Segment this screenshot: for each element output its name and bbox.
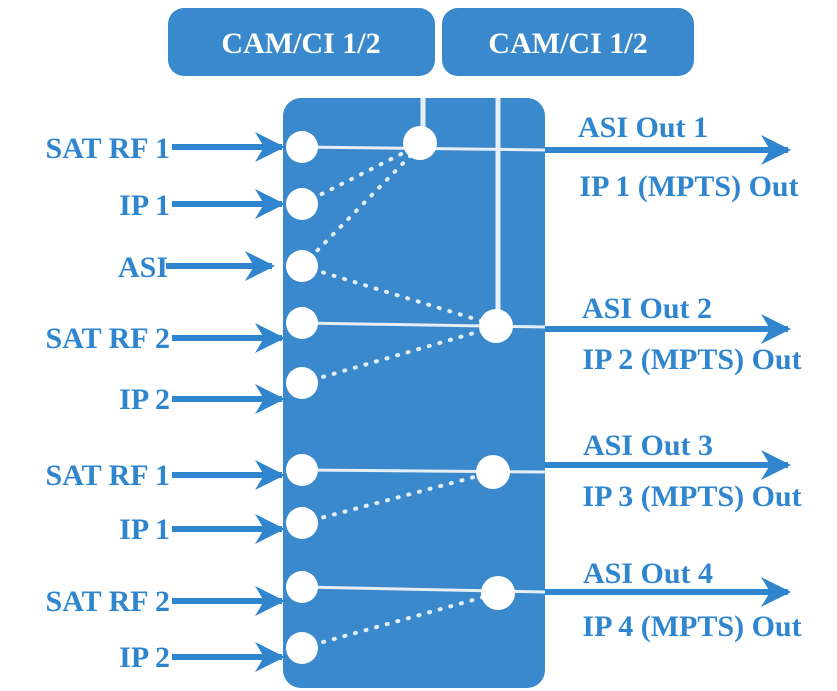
input-port [286,454,318,486]
switch-nodes [403,126,515,610]
switch-node-3 [476,455,510,489]
input-label-asi: ASI [118,251,168,284]
output-label-ip-out-1: IP 1 (MPTS) Out [579,170,798,203]
route-dotted-ip2-to-out4 [300,591,500,650]
output-label-asi-out-3: ASI Out 3 [583,429,713,462]
cam-module-1: CAM/CI 1/2 [168,8,435,76]
input-port [286,571,318,603]
route-dotted-asi-to-cam1 [300,141,425,268]
input-port [286,307,318,339]
output-label-asi-out-1: ASI Out 1 [578,111,708,144]
input-port [286,507,318,539]
switch-node-1 [403,126,437,160]
input-label-ip-1: IP 1 [119,189,170,222]
input-port [286,188,318,220]
output-arrows [545,135,791,607]
route-dotted-ip2-to-cam2 [300,324,500,385]
input-ports [286,131,318,664]
input-arrows [166,132,285,672]
input-label-sat-rf-1: SAT RF 1 [46,459,170,492]
output-label-asi-out-2: ASI Out 2 [582,292,712,325]
input-label-ip-1: IP 1 [119,513,170,546]
processing-block [283,98,545,688]
cam-module-2-box [442,8,694,76]
route-dotted-asi-to-cam2 [300,264,500,328]
input-label-ip-2: IP 2 [119,383,170,416]
input-label-ip-2: IP 2 [119,641,170,674]
route-dotted-ip1-to-out3 [300,470,495,525]
input-port [286,632,318,664]
switch-node-4 [481,576,515,610]
output-label-ip-out-3: IP 3 (MPTS) Out [582,480,801,513]
input-label-sat-rf-2: SAT RF 2 [46,322,170,355]
route-dotted-ip1-to-cam1 [300,141,425,206]
output-label-ip-out-4: IP 4 (MPTS) Out [582,610,801,643]
input-port [286,250,318,282]
dotted-routes [300,141,500,650]
output-label-ip-out-2: IP 2 (MPTS) Out [582,343,801,376]
input-labels: SAT RF 1 IP 1 ASI SAT RF 2 IP 2 SAT RF 1… [46,132,170,674]
input-label-sat-rf-1: SAT RF 1 [46,132,170,165]
cam-module-1-box [168,8,435,76]
input-port [286,131,318,163]
output-labels: ASI Out 1 IP 1 (MPTS) Out ASI Out 2 IP 2… [578,111,802,643]
cam-module-1-label: CAM/CI 1/2 [221,27,380,60]
cam-module-2: CAM/CI 1/2 [442,8,694,76]
cam-module-2-label: CAM/CI 1/2 [488,27,647,60]
output-label-asi-out-4: ASI Out 4 [583,557,713,590]
input-label-sat-rf-2: SAT RF 2 [46,585,170,618]
switch-node-2 [479,309,513,343]
input-port [286,367,318,399]
